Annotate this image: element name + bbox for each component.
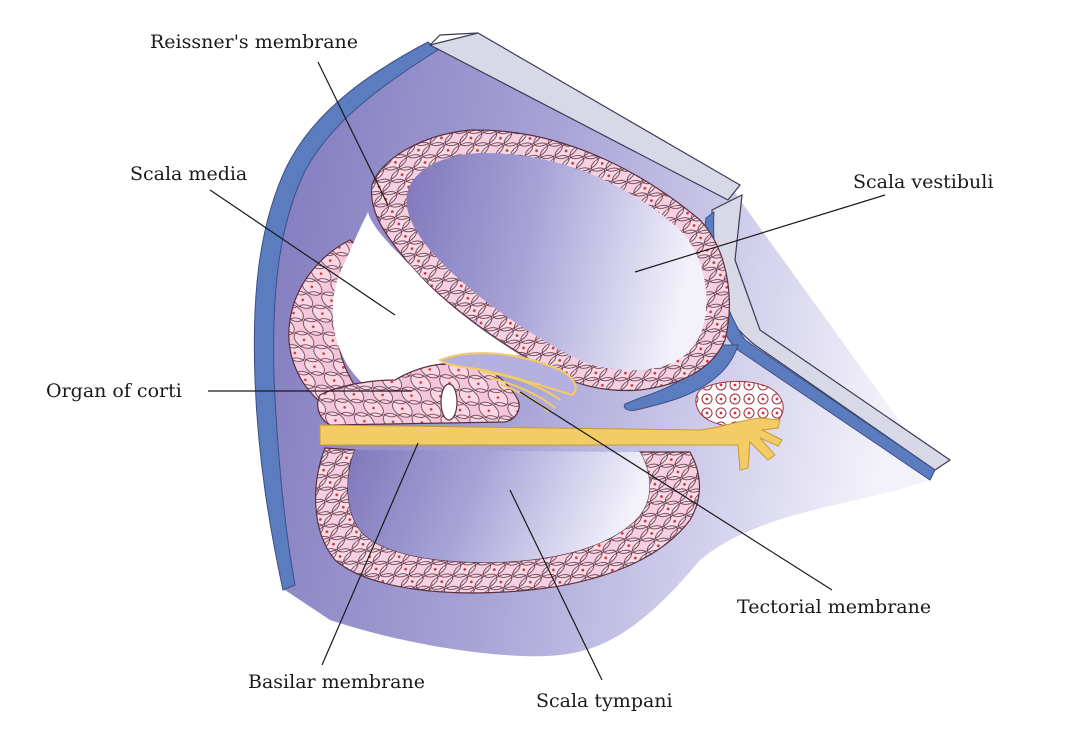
label-scala-vestibuli: Scala vestibuli: [853, 171, 993, 193]
scala-tympani: [348, 450, 650, 563]
tunnel-of-corti: [440, 383, 458, 421]
bony-strip-upper-end: [429, 32, 479, 46]
label-basilar-membrane: Basilar membrane: [248, 671, 425, 693]
basilar-membrane: [319, 417, 783, 471]
bony-strip-upper: [428, 32, 741, 201]
label-scala-media: Scala media: [130, 163, 247, 185]
outer-periosteum: [253, 41, 439, 591]
leader-scala-media: [209, 189, 396, 316]
leader-reissners-membrane: [317, 61, 389, 206]
label-reissners-membrane: Reissner's membrane: [150, 31, 358, 53]
scala-vestibuli: [406, 152, 707, 370]
tectorial-membrane-shape: [438, 352, 577, 397]
leader-basilar-membrane: [321, 442, 419, 666]
label-scala-tympani: Scala tympani: [536, 690, 673, 712]
leader-tectorial-membrane: [519, 391, 833, 591]
label-organ-of-corti: Organ of corti: [46, 380, 182, 402]
label-tectorial-membrane: Tectorial membrane: [737, 596, 931, 618]
leader-scala-tympani: [509, 489, 603, 681]
leader-scala-vestibuli: [634, 194, 886, 273]
